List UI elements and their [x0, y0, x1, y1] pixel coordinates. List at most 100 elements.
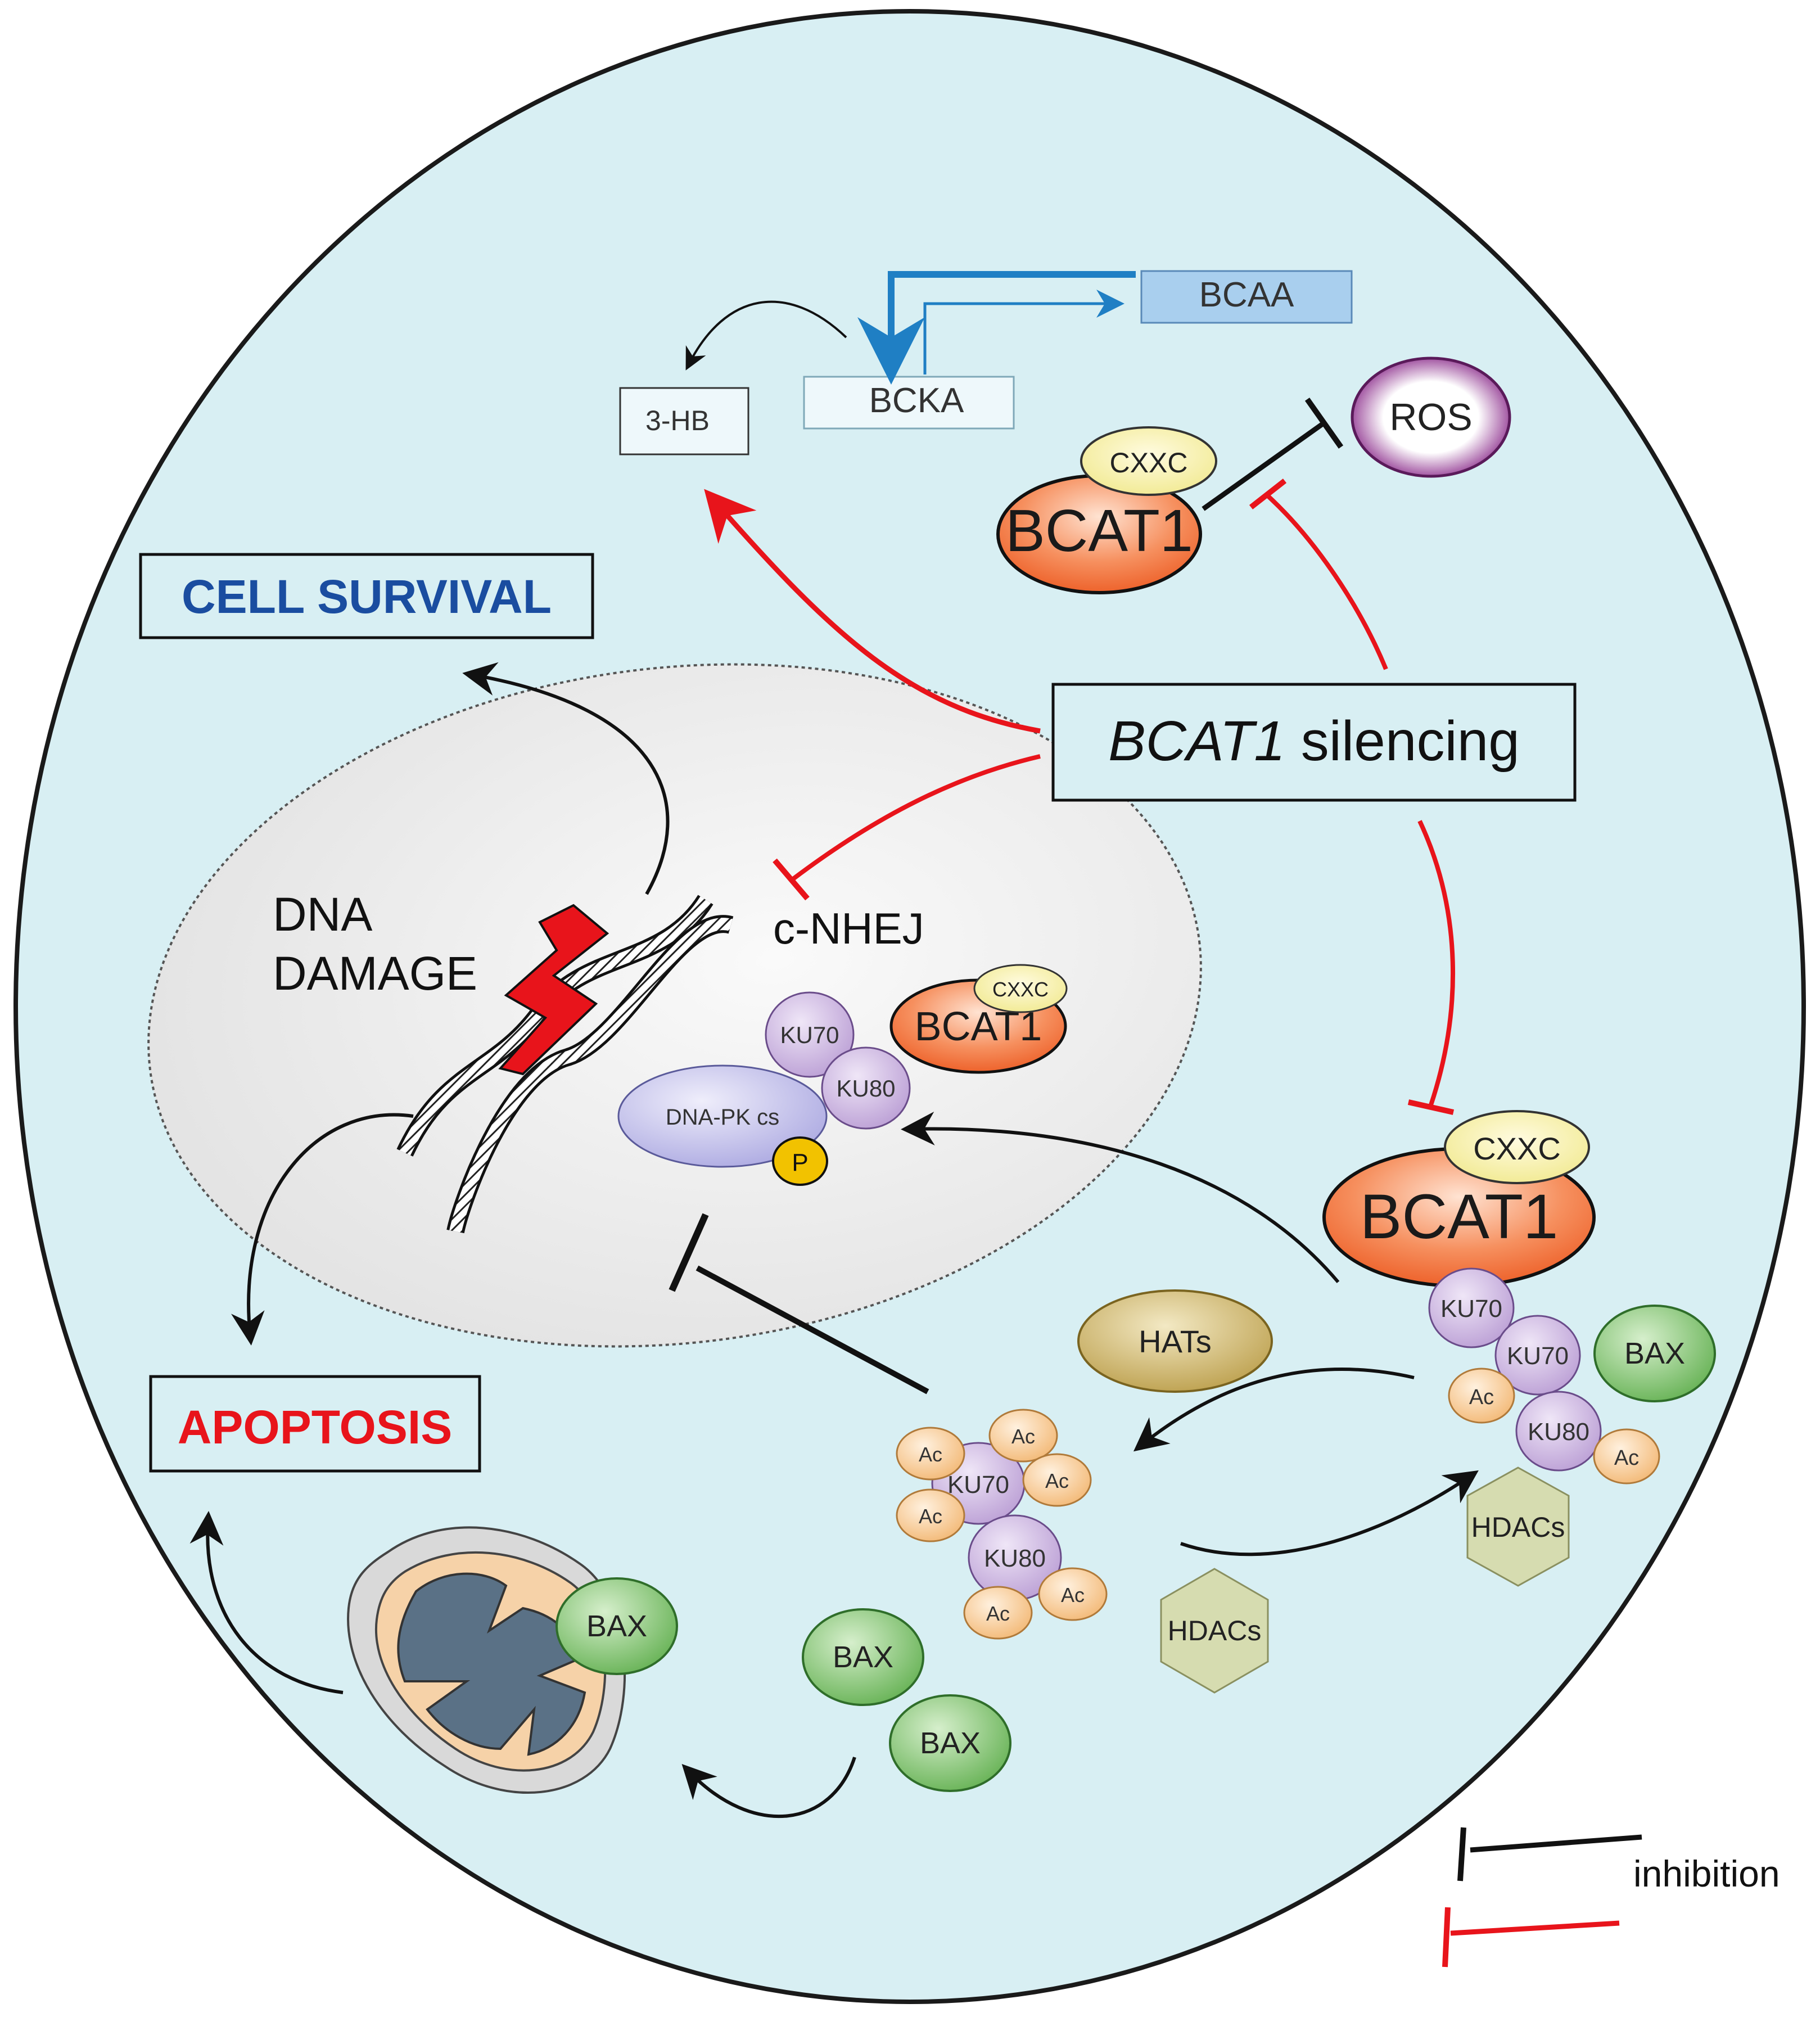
apoptosis-label: APOPTOSIS — [178, 1401, 453, 1454]
ac-5-label: Ac — [986, 1602, 1010, 1625]
ac-6-label: Ac — [1061, 1583, 1085, 1607]
ku80-cyto-label: KU80 — [1528, 1418, 1589, 1446]
legend-black-inhibition-bar — [1457, 1827, 1466, 1881]
hdacs-left — [1160, 1568, 1269, 1694]
nucleus — [147, 663, 1202, 1348]
bax-free-1 — [802, 1608, 924, 1706]
legend-black-inhibition-line — [1470, 1834, 1642, 1853]
ac-5 — [963, 1586, 1033, 1640]
bax-to-mito-arrow — [681, 1757, 856, 1818]
ku70-nucleus — [765, 991, 855, 1078]
legend-red-inhibition-line — [1450, 1920, 1620, 1936]
bcat1-inhibits-ros-bar — [1304, 398, 1344, 449]
bcat1-top-label: BCAT1 — [1005, 498, 1193, 564]
ros-label: ROS — [1389, 396, 1472, 439]
bcka-label: BCKA — [869, 381, 964, 420]
ku80-cyto — [1515, 1391, 1602, 1472]
ku80-nucleus-label: KU80 — [836, 1075, 895, 1102]
ku70-nucleus-label: KU70 — [780, 1022, 839, 1048]
ku70-cyto-2 — [1494, 1315, 1581, 1396]
3hb-label: 3-HB — [645, 405, 710, 436]
bax-cyto-top-label: BAX — [1624, 1337, 1685, 1370]
silencing-word: silencing — [1285, 710, 1520, 773]
legend: inhibition — [1442, 1827, 1780, 1968]
ac-3-label: Ac — [1045, 1469, 1069, 1492]
ac-cyto-2 — [1593, 1428, 1660, 1484]
bcka-to-3hb-arrow — [685, 300, 847, 371]
ac-3 — [1022, 1453, 1092, 1507]
ku70-cyto-1-label: KU70 — [1440, 1295, 1502, 1323]
bcaa-box — [1140, 270, 1353, 324]
bax-free-2-label: BAX — [920, 1726, 981, 1760]
ku80-nucleus — [821, 1046, 911, 1130]
ku70-cyto-2-label: KU70 — [1507, 1342, 1569, 1370]
hdacs-right — [1466, 1467, 1570, 1587]
ku70-acetylated-label: KU70 — [947, 1471, 1009, 1499]
bcka-to-bcaa-arrow — [923, 290, 1124, 374]
silencing-gene: BCAT1 — [1108, 710, 1285, 773]
legend-inhibition-label: inhibition — [1633, 1853, 1780, 1894]
phospho-p-label: P — [792, 1149, 808, 1176]
dna-to-apoptosis-arrow — [231, 1113, 414, 1346]
cnhej-label: c-NHEJ — [773, 904, 924, 953]
cxxc-cytoplasm — [1444, 1110, 1590, 1184]
dnapkcs — [617, 1064, 828, 1168]
cxxc-nucleus — [973, 964, 1068, 1013]
ku70-cyto-1 — [1428, 1267, 1515, 1348]
hats-label: HATs — [1139, 1324, 1212, 1359]
silencing-inhibits-bcat1-cyto-bar — [1407, 1099, 1455, 1115]
acetylation-arrow — [1133, 1368, 1415, 1452]
cell-survival-box — [139, 553, 594, 639]
silencing-inhibits-cnhej-bar — [773, 858, 810, 901]
bax-mito — [556, 1577, 678, 1675]
silencing-inhibits-bcat1-ros-bar — [1249, 479, 1287, 509]
hdacs-right-label: HDACs — [1471, 1511, 1565, 1543]
dna-damage-line2: DAMAGE — [273, 947, 477, 1000]
ac-1 — [896, 1427, 965, 1481]
bcat1-to-dnapk-arrow — [901, 1112, 1340, 1283]
silencing-to-3hb-arrow — [704, 489, 1041, 734]
dnapkcs-label: DNA-PK cs — [666, 1105, 779, 1130]
3hb-box — [619, 387, 749, 455]
bcka-box — [803, 376, 1015, 430]
bcat1-silencing-box — [1051, 683, 1577, 802]
mito-to-apoptosis-arrow — [189, 1511, 344, 1694]
dna-to-survival-arrow — [462, 662, 670, 895]
ac-2 — [988, 1409, 1058, 1463]
bax-free-2 — [889, 1694, 1011, 1792]
dna-damage-line1: DNA — [273, 888, 372, 941]
silencing-inhibits-bcat1-ros — [1266, 494, 1388, 670]
bax-free-1-label: BAX — [833, 1640, 893, 1674]
legend-red-inhibition-bar — [1442, 1907, 1451, 1968]
ac-1-label: Ac — [919, 1443, 942, 1466]
phospho-p — [772, 1136, 828, 1186]
bcaa-to-bcka-arrow — [857, 271, 1136, 385]
acku-inhibits-dna — [696, 1265, 929, 1395]
bax-mito-label: BAX — [586, 1609, 647, 1643]
cxxc-top — [1080, 426, 1217, 496]
cell-survival-label: CELL SURVIVAL — [182, 570, 552, 623]
ac-2-label: Ac — [1011, 1425, 1035, 1448]
mitochondrion — [347, 1526, 626, 1794]
apoptosis-box — [149, 1375, 481, 1473]
hats — [1077, 1289, 1273, 1393]
ros-node — [1351, 357, 1511, 478]
bcat1-cytoplasm-label: BCAT1 — [1360, 1181, 1559, 1252]
silencing-inhibits-cnhej — [790, 754, 1041, 882]
acku-inhibits-dna-bar — [669, 1213, 709, 1292]
ac-4-label: Ac — [919, 1505, 942, 1528]
bcaa-label: BCAA — [1199, 276, 1294, 314]
bcat1-silencing-label: BCAT1 silencing — [1108, 710, 1520, 773]
cxxc-top-label: CXXC — [1110, 447, 1188, 479]
silencing-inhibits-bcat1-cyto — [1417, 820, 1456, 1106]
bcat1-inhibits-ros — [1202, 421, 1326, 511]
ac-6 — [1038, 1567, 1108, 1621]
cxxc-cytoplasm-label: CXXC — [1473, 1131, 1561, 1166]
bax-cyto-top — [1593, 1305, 1716, 1402]
ac-cyto-1 — [1448, 1368, 1515, 1424]
cxxc-nucleus-label: CXXC — [992, 978, 1049, 1001]
deacetylation-arrow — [1180, 1470, 1479, 1556]
hdacs-left-label: HDACs — [1168, 1615, 1262, 1646]
